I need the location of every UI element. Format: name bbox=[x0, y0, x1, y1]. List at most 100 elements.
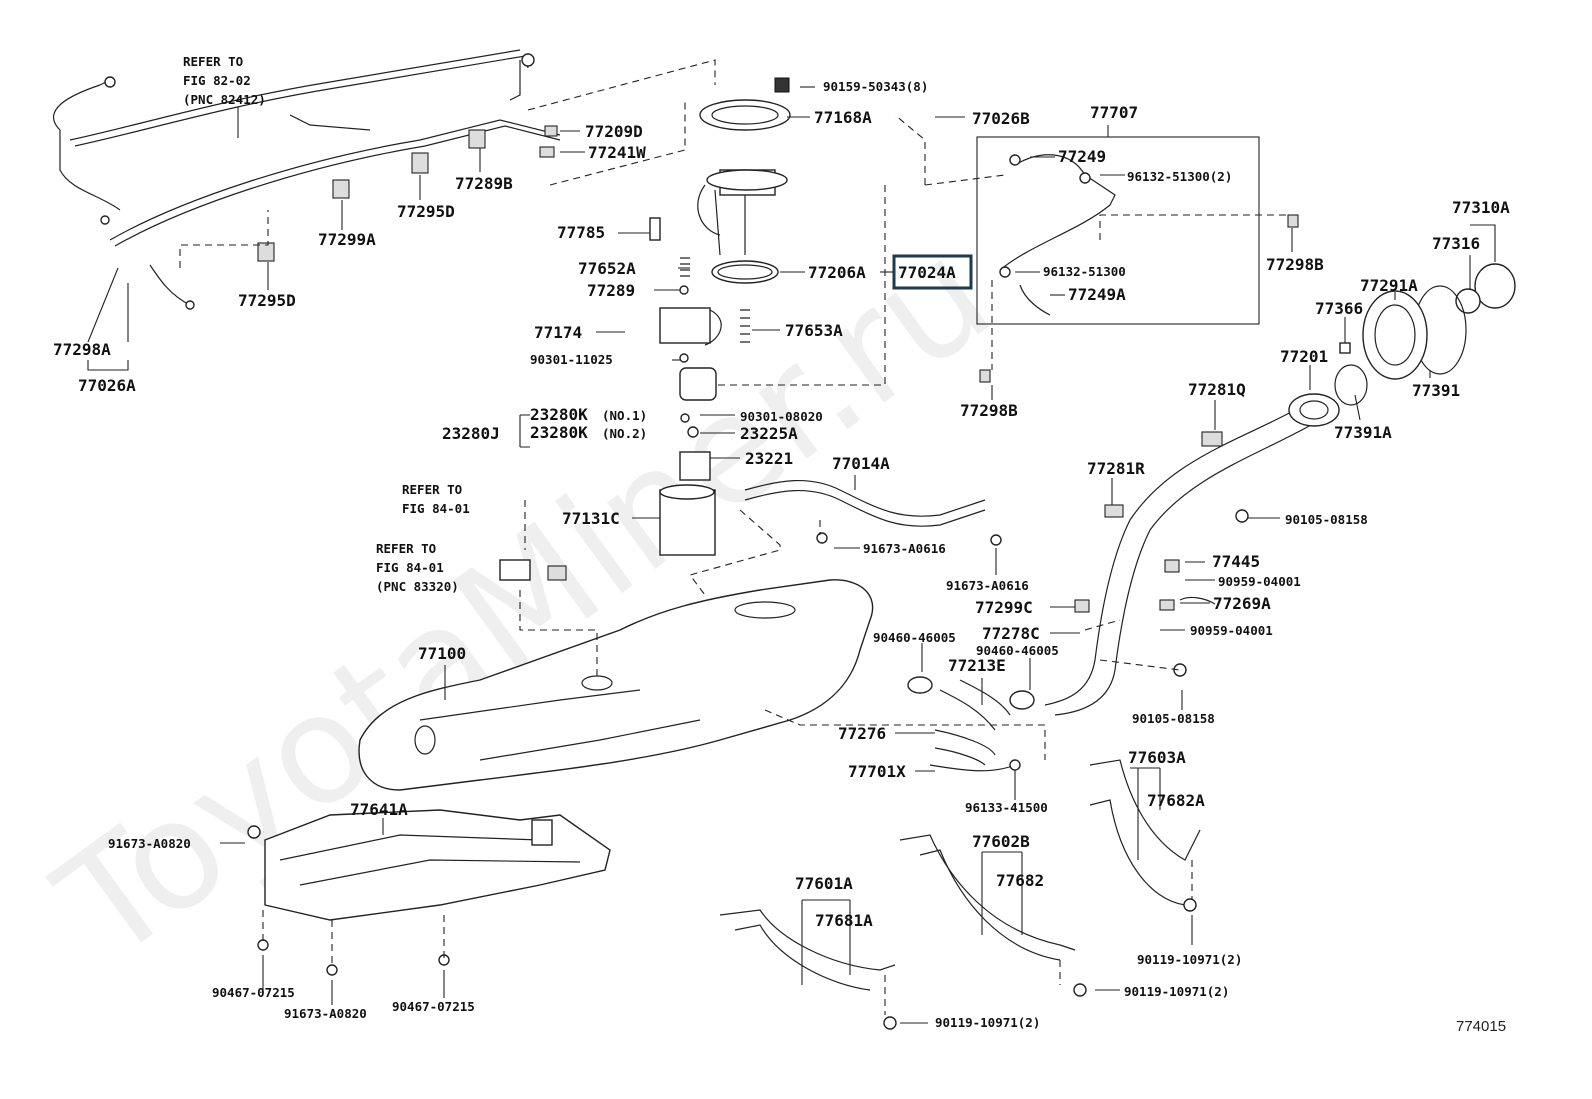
part-label: 77445 bbox=[1212, 552, 1260, 571]
part-label: 90959-04001 bbox=[1218, 574, 1301, 589]
part-label: 90467-07215 bbox=[392, 999, 475, 1014]
part-label: 77168A bbox=[814, 108, 872, 127]
part-label: 23225A bbox=[740, 424, 798, 443]
part-label: 96132-51300(2) bbox=[1127, 169, 1232, 184]
filler-pipe bbox=[1044, 393, 1340, 716]
part-label: 23280K bbox=[530, 423, 588, 442]
part-label: 77652A bbox=[578, 259, 636, 278]
leader-lines bbox=[87, 86, 1496, 1024]
part-label: 77641A bbox=[350, 800, 408, 819]
vent-hoses bbox=[979, 154, 1299, 383]
part-label: 77299A bbox=[318, 230, 376, 249]
filler-cap-group bbox=[1334, 263, 1516, 406]
part-label: 77603A bbox=[1128, 748, 1186, 767]
part-label: (NO.2) bbox=[602, 426, 647, 441]
part-label: 77298A bbox=[53, 340, 111, 359]
part-label: 91673-A0616 bbox=[946, 578, 1029, 593]
part-label: 77269A bbox=[1213, 594, 1271, 613]
part-label: 77281R bbox=[1087, 459, 1145, 478]
part-label: 77366 bbox=[1315, 299, 1363, 318]
part-label: 90119-10971(2) bbox=[1124, 984, 1229, 999]
part-label: 77201 bbox=[1280, 347, 1328, 366]
part-label: 90460-46005 bbox=[976, 643, 1059, 658]
fuel-tank bbox=[358, 559, 874, 791]
part-label: 77602B bbox=[972, 832, 1030, 851]
part-label: 77241W bbox=[588, 143, 646, 162]
part-label: 77014A bbox=[832, 454, 890, 473]
fuel-pump-assembly bbox=[649, 77, 791, 556]
part-label: 91673-A0616 bbox=[863, 541, 946, 556]
part-label: 91673-A0820 bbox=[108, 836, 191, 851]
refer-line: (PNC 83320) bbox=[376, 579, 459, 594]
part-labels: 90159-50343(8) 77168A 77026B 77707 77209… bbox=[53, 79, 1510, 1030]
part-label: 77701X bbox=[848, 762, 906, 781]
part-label: 90159-50343(8) bbox=[823, 79, 928, 94]
refer-line: REFER TO bbox=[402, 482, 462, 497]
refer-to-note-2: REFER TO FIG 84-01 bbox=[402, 482, 470, 516]
refer-line: REFER TO bbox=[183, 54, 243, 69]
part-label: 77298B bbox=[1266, 255, 1324, 274]
part-label: 90959-04001 bbox=[1190, 623, 1273, 638]
part-label: 90119-10971(2) bbox=[1137, 952, 1242, 967]
part-label: 77281Q bbox=[1188, 380, 1246, 399]
part-label: 90301-08020 bbox=[740, 409, 823, 424]
refer-to-note-1: REFER TO FIG 82-02 (PNC 82412) bbox=[183, 54, 266, 107]
refer-line: (PNC 82412) bbox=[183, 92, 266, 107]
part-label: 90105-08158 bbox=[1132, 711, 1215, 726]
part-label: 77601A bbox=[795, 874, 853, 893]
part-label: 77295D bbox=[397, 202, 455, 221]
dashed-connectors bbox=[179, 59, 1290, 1015]
diagram-code: 774015 bbox=[1456, 1018, 1506, 1035]
part-label: 90467-07215 bbox=[212, 985, 295, 1000]
part-label: 77209D bbox=[585, 122, 643, 141]
part-label: 77276 bbox=[838, 724, 886, 743]
part-label: 77289B bbox=[455, 174, 513, 193]
part-label: (NO.1) bbox=[602, 408, 647, 423]
hose-group-77213e bbox=[907, 676, 1035, 772]
refer-to-note-3: REFER TO FIG 84-01 (PNC 83320) bbox=[376, 541, 459, 594]
part-label: 77026A bbox=[78, 376, 136, 395]
part-label: 77391 bbox=[1412, 381, 1460, 400]
part-label: 77174 bbox=[534, 323, 582, 342]
part-label: 77024A bbox=[898, 263, 956, 282]
part-label: 77026B bbox=[972, 109, 1030, 128]
refer-line: FIG 82-02 bbox=[183, 73, 251, 88]
part-label: 90119-10971(2) bbox=[935, 1015, 1040, 1030]
part-label: 90460-46005 bbox=[873, 630, 956, 645]
part-label: 96133-41500 bbox=[965, 800, 1048, 815]
part-label: 77310A bbox=[1452, 198, 1510, 217]
part-label: 77213E bbox=[948, 656, 1006, 675]
part-label: 77298B bbox=[960, 401, 1018, 420]
part-label: 77249 bbox=[1058, 147, 1106, 166]
part-label: 77131C bbox=[562, 509, 620, 528]
part-label: 77295D bbox=[238, 291, 296, 310]
part-label: 77316 bbox=[1432, 234, 1480, 253]
part-label: 90301-11025 bbox=[530, 352, 613, 367]
part-label: 77249A bbox=[1068, 285, 1126, 304]
part-label: 77299C bbox=[975, 598, 1033, 617]
fuel-tank-protector bbox=[247, 809, 611, 921]
part-label: 90105-08158 bbox=[1285, 512, 1368, 527]
part-label: 77291A bbox=[1360, 276, 1418, 295]
part-label: 96132-51300 bbox=[1043, 264, 1126, 279]
refer-line: REFER TO bbox=[376, 541, 436, 556]
refer-line: FIG 84-01 bbox=[376, 560, 444, 575]
brake-fuel-lines bbox=[53, 49, 561, 310]
part-label: 77707 bbox=[1090, 103, 1138, 122]
part-label: 77785 bbox=[557, 223, 605, 242]
part-label: 77391A bbox=[1334, 423, 1392, 442]
vent-group-box bbox=[976, 136, 1260, 325]
part-label: 77653A bbox=[785, 321, 843, 340]
part-label: 77681A bbox=[815, 911, 873, 930]
part-label: 77278C bbox=[982, 624, 1040, 643]
refer-line: FIG 84-01 bbox=[402, 501, 470, 516]
part-label: 77206A bbox=[808, 263, 866, 282]
part-label: 23221 bbox=[745, 449, 793, 468]
clips-row bbox=[257, 125, 558, 262]
part-label: 91673-A0820 bbox=[284, 1006, 367, 1021]
part-label: 77682 bbox=[996, 871, 1044, 890]
part-label: 77289 bbox=[587, 281, 635, 300]
part-label: 77682A bbox=[1147, 791, 1205, 810]
part-label: 23280K bbox=[530, 405, 588, 424]
